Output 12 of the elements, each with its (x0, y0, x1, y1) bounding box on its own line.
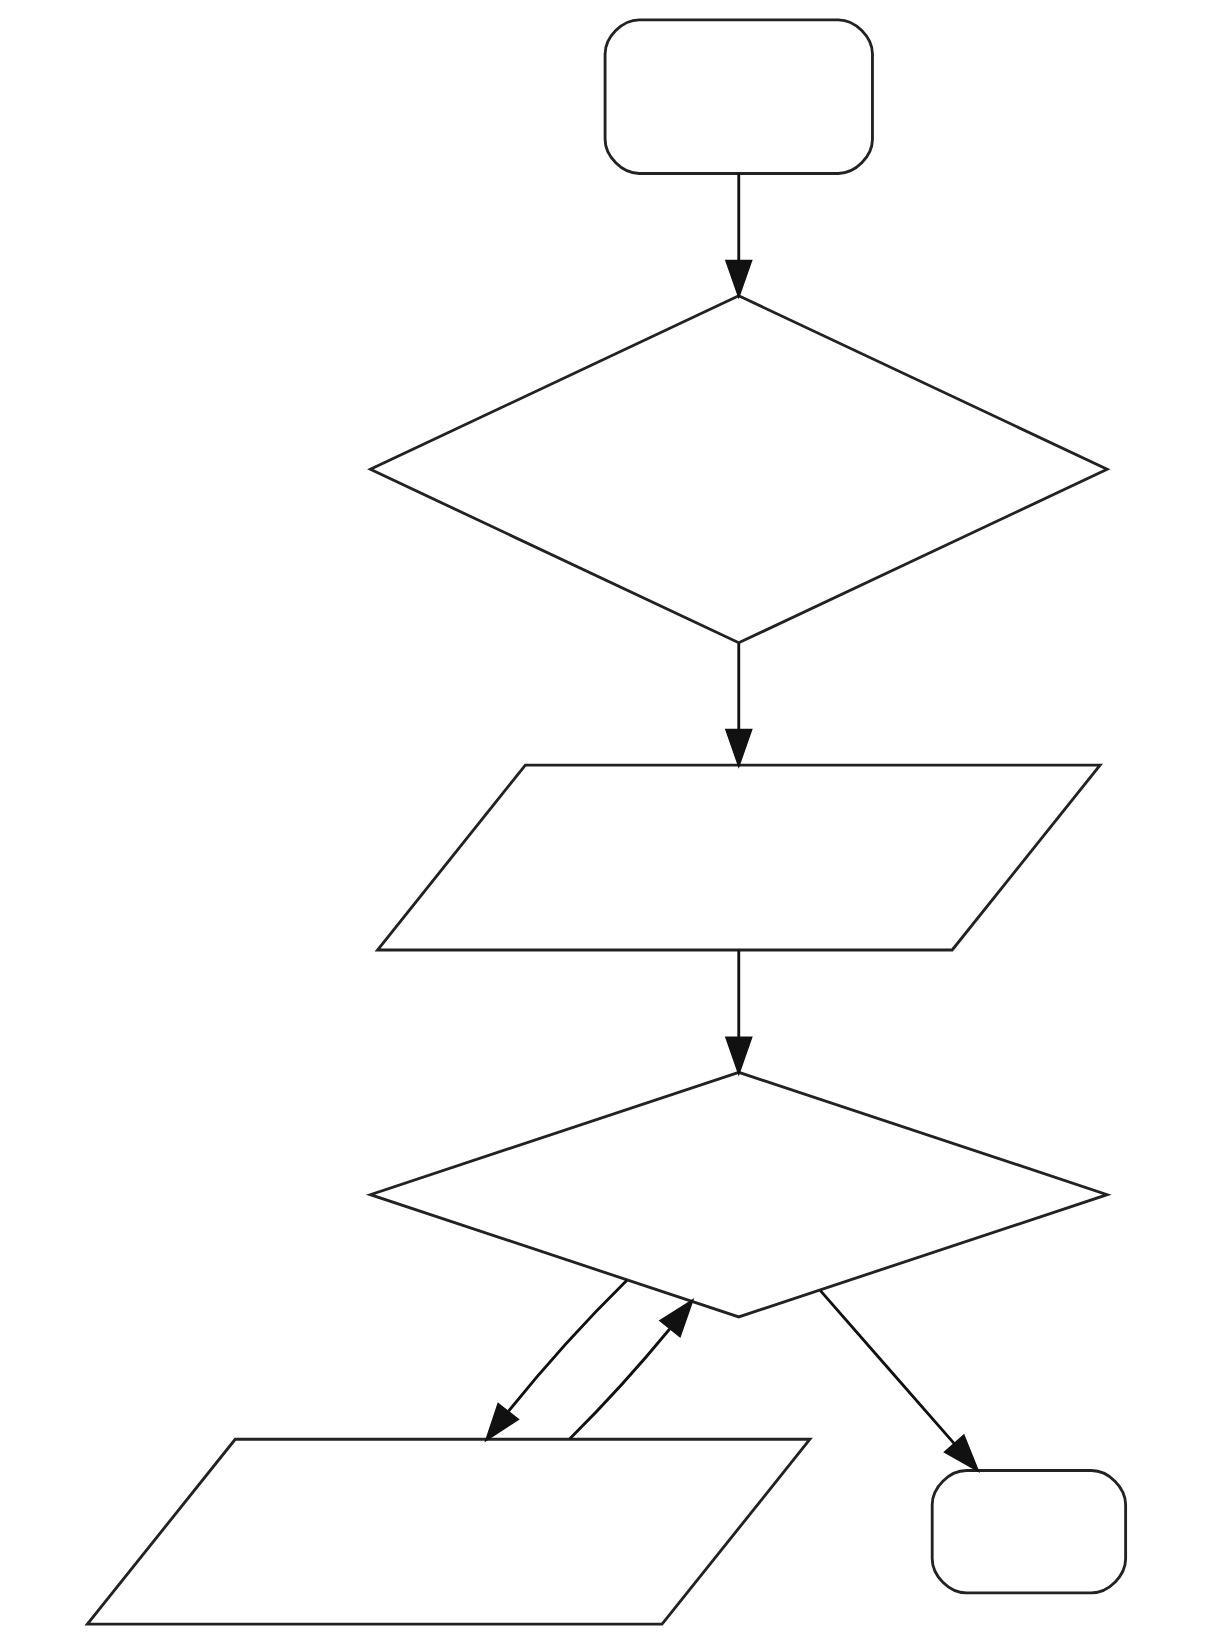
arrow (724, 173, 753, 300)
node-parallelogram (84, 1437, 813, 1626)
arrow (819, 1289, 980, 1473)
node-box (603, 18, 874, 175)
arrow (484, 1279, 628, 1443)
arrow (724, 950, 753, 1077)
node-parallelogram (374, 763, 1103, 952)
arrow (724, 643, 753, 769)
node-box (930, 1469, 1128, 1595)
node-diamond (367, 294, 1111, 645)
node-diamond (365, 1070, 1112, 1319)
arrow (568, 1298, 695, 1440)
